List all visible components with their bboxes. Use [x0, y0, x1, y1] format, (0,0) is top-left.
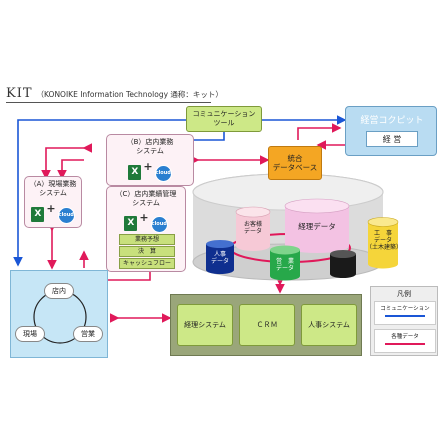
cylinder-koji — [367, 217, 399, 269]
cycle-sales[interactable]: 営業 — [73, 326, 103, 342]
cylinder-jinji — [206, 240, 234, 274]
integrated-database-label: 統合 データベース — [272, 154, 318, 172]
cylinder-customer — [235, 206, 271, 251]
legend-item-data: 各種データ — [374, 329, 436, 353]
legend-label-communication: コミュニケーション — [380, 306, 430, 312]
page-title: KIT（KONOIKE Information Technology 通称：キッ… — [6, 86, 223, 101]
hr-system-box[interactable]: 人事システム — [301, 304, 357, 346]
eigyo-data-label: 営 業 データ — [275, 258, 294, 272]
pink-line-field-b — [57, 159, 84, 180]
business-cycle-panel: 店内 現場 営業 — [10, 270, 108, 358]
hr-system-label: 人事システム — [308, 320, 350, 329]
cloud-icon: cloud — [150, 216, 168, 233]
legend-swatch-blue — [385, 315, 425, 317]
excel-icon: X — [124, 216, 138, 231]
customer-data-label: お客様 データ — [243, 221, 262, 235]
legend-swatch-pink — [385, 343, 425, 345]
excel-icon: X — [128, 165, 142, 180]
field-ops-icons: X+cloud — [25, 201, 81, 224]
cycle-site[interactable]: 現場 — [15, 326, 45, 342]
communication-tool-box[interactable]: コミュニケーション ツール — [186, 106, 262, 132]
integrated-database-box[interactable]: 統合 データベース — [268, 146, 322, 180]
title-underline — [6, 102, 211, 103]
field-ops-label: （A）現場業務 システム — [29, 180, 77, 197]
cashflow-button[interactable]: キャッシュフロー — [119, 258, 175, 269]
communication-tool-label: コミュニケーション ツール — [192, 110, 256, 127]
keiri-data-label: 経理データ — [298, 222, 336, 231]
cloud-icon: cloud — [57, 207, 75, 224]
legend: 凡例 コミュニケーション 各種データ — [370, 286, 438, 356]
store-performance-system[interactable]: （C）店内業績管理 システム X+cloud 業務予想 決 算 キャッシュフロー — [106, 186, 186, 272]
forecast-button[interactable]: 業務予想 — [119, 234, 175, 245]
legend-item-communication: コミュニケーション — [374, 301, 436, 325]
crm-system-box[interactable]: ＣＲＭ — [239, 304, 295, 346]
pink-line-cockpit-db — [297, 123, 342, 140]
store-performance-icons: X+cloud — [107, 210, 185, 233]
blue-line-left — [13, 119, 186, 267]
accounting-system-label: 経理システム — [184, 320, 226, 329]
cockpit-inner: 経 営 — [366, 131, 418, 147]
field-ops-system[interactable]: （A）現場業務 システム X+cloud — [24, 176, 82, 228]
legend-title: 凡例 — [397, 290, 411, 298]
management-cockpit-box[interactable]: 経営コクピット 経 営 — [345, 106, 437, 156]
store-ops-icons: X+cloud — [107, 159, 193, 182]
core-systems-panel: 経理システム ＣＲＭ 人事システム — [170, 294, 362, 356]
pink-line-field-a — [41, 143, 92, 180]
cylinder-eigyo — [270, 245, 300, 281]
legend-label-data: 各種データ — [391, 334, 419, 340]
cloud-icon: cloud — [154, 165, 172, 182]
settlement-button[interactable]: 決 算 — [119, 246, 175, 257]
excel-icon: X — [31, 207, 45, 222]
cockpit-title: 経営コクピット — [360, 116, 424, 126]
jinji-data-label: 人事 データ — [210, 251, 229, 265]
store-ops-system[interactable]: （B）店内業務 システム X+cloud — [106, 134, 194, 186]
store-ops-label: （B）店内業務 システム — [126, 138, 174, 155]
cycle-store[interactable]: 店内 — [44, 283, 74, 299]
cylinder-black — [330, 250, 356, 278]
accounting-system-box[interactable]: 経理システム — [177, 304, 233, 346]
store-performance-label: （C）店内業績管理 システム — [115, 190, 177, 207]
cylinder-keiri — [284, 198, 350, 253]
koji-data-label: 工 事 データ （土木建築） — [366, 230, 403, 251]
crm-system-label: ＣＲＭ — [256, 320, 278, 329]
